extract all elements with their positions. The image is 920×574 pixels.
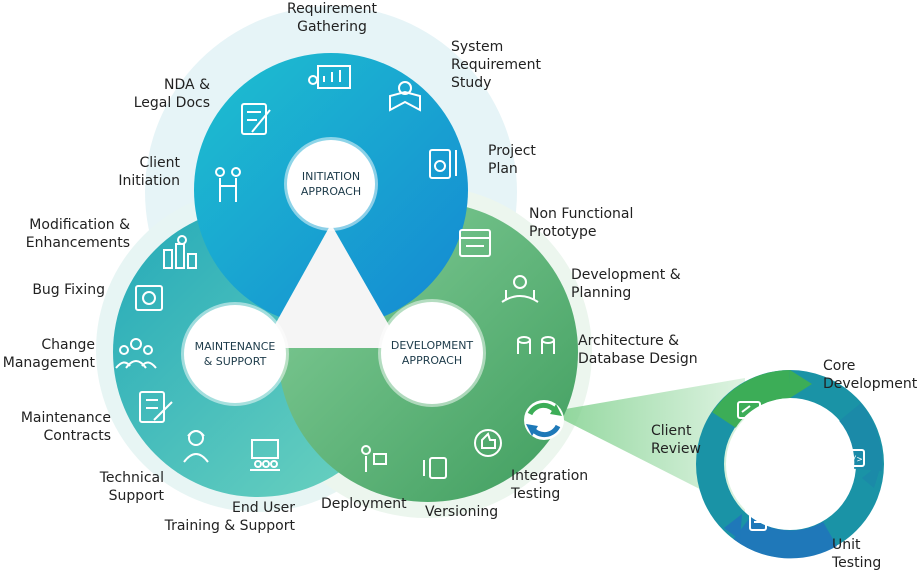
- versioning-icon: [423, 457, 447, 479]
- label-architecture-database-design: Architecture & Database Design: [578, 333, 698, 367]
- inner-cycle-center: [726, 400, 854, 528]
- label-versioning: Versioning: [425, 504, 499, 520]
- label-bug-fixing: Bug Fixing: [32, 282, 105, 298]
- label-technical-support: Technical Support: [99, 470, 164, 504]
- planning-gear-icon: [501, 275, 539, 303]
- development-approach-hub: DEVELOPMENT APPROACH: [381, 302, 483, 404]
- prototype-icon: [459, 229, 491, 257]
- client-review-cycle-icon: [737, 401, 761, 419]
- label-integration-testing: Integration Testing: [511, 468, 589, 502]
- project-plan-icon: [429, 149, 457, 179]
- label-system-requirement-study: System Requirement Study: [451, 39, 542, 91]
- label-core-development: Core Development: [823, 358, 918, 392]
- label-client-review: Client Review: [651, 423, 701, 457]
- enhancement-icon: [163, 235, 197, 269]
- cycle-arrow-1: [790, 370, 812, 398]
- svg-text:</>: </>: [846, 455, 863, 465]
- team-icon: [115, 338, 157, 369]
- handshake-icon: [215, 167, 241, 202]
- label-maintenance-contracts: Maintenance Contracts: [20, 410, 111, 444]
- label-project-plan: Project Plan: [488, 143, 536, 177]
- label-unit-testing: Unit Testing: [832, 537, 882, 571]
- training-icon: [250, 439, 280, 471]
- center-triangle: [262, 224, 402, 348]
- label-end-user-training-support: End User Training & Support: [164, 500, 295, 534]
- label-nda-legal-docs: NDA & Legal Docs: [133, 77, 210, 111]
- cycle-segment-blue: [733, 516, 837, 559]
- label-deployment: Deployment: [321, 496, 407, 512]
- label-change-management: Change Management: [2, 337, 95, 371]
- label-development-planning: Development & Planning: [571, 267, 681, 301]
- bug-fixing-icon: [135, 285, 163, 311]
- label-non-functional-prototype: Non Functional Prototype: [529, 206, 634, 240]
- label-client-initiation: Client Initiation: [118, 155, 180, 189]
- deployment-icon: [361, 445, 387, 472]
- label-requirement-gathering: Requirement Gathering: [286, 1, 378, 35]
- study-icon: [389, 81, 421, 112]
- sync-icon: [524, 400, 564, 440]
- contract-icon: [139, 391, 173, 423]
- cycle-arrow-3: [724, 514, 742, 540]
- cycle-segment-green: [712, 370, 791, 429]
- cycle-segment-teal: [838, 403, 883, 472]
- maintenance-support-hub: MAINTENANCE & SUPPORT: [184, 305, 286, 403]
- legal-doc-icon: [241, 103, 271, 135]
- database-icon: [517, 336, 555, 354]
- core-development-icon: </>: [841, 449, 865, 467]
- presentation-icon: [308, 65, 351, 89]
- cycle-arrow-2: [862, 462, 882, 488]
- label-modification-enhancements: Modification & Enhancements: [25, 217, 130, 251]
- client-review-beam: [548, 378, 745, 512]
- thumbs-up-icon: [474, 429, 502, 457]
- initiation-approach-hub: INITIATION APPROACH: [287, 140, 375, 228]
- support-agent-icon: [183, 430, 209, 463]
- unit-testing-icon: [749, 509, 767, 531]
